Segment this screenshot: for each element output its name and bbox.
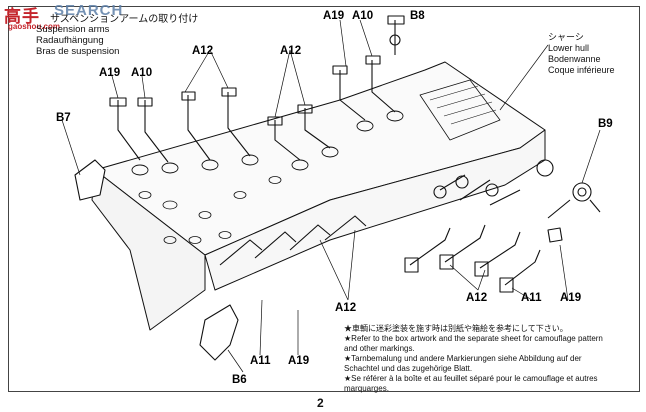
step-title-french: Bras de suspension [36,46,120,57]
lower-suspension-arms [219,174,541,293]
painting-notes: ★車輌に迷彩塗装を施す時は別紙や箱絵を参考にして下さい。 ★Refer to t… [344,324,640,394]
label-a12-upper-mid: A12 [280,45,302,57]
label-a19-right: A19 [560,292,582,304]
note-line: ★Tarnbemalung und andere Markierungen si… [344,354,582,363]
label-a19-left: A19 [99,67,121,79]
lower-hull-japanese: シャーシ [548,32,584,42]
note-line: ★車輌に迷彩塗装を施す時は別紙や箱絵を参考にして下さい。 [344,324,568,333]
label-a10-left: A10 [131,67,153,79]
label-a19-top: A19 [323,10,345,22]
label-a10-top: A10 [352,10,374,22]
hull-holes [138,176,282,244]
lower-hull-english: Lower hull [548,43,590,53]
lower-hull-german: Bodenwanne [548,54,601,64]
label-b6: B6 [232,374,247,386]
label-b9: B9 [598,118,613,130]
label-a11-bottom: A11 [250,355,271,367]
b7-bracket [74,159,106,201]
upper-arm-mounts [131,110,404,176]
page-frame [8,6,640,392]
label-a12-lower-left: A12 [335,302,357,314]
step-title-english: Suspension arms [36,24,110,35]
lower-hull-label: シャーシ Lower hull Bodenwanne Coque inférie… [548,32,615,76]
lower-hull-french: Coque inférieure [548,65,615,75]
label-a12-lower-right: A12 [466,292,488,304]
drive-parts [536,159,601,243]
label-a19-bottom: A19 [288,355,310,367]
note-line: Schachtel und das zugehörige Blatt. [344,364,473,373]
note-line: ★Refer to the box artwork and the separa… [344,334,603,343]
label-b7: B7 [56,112,71,124]
label-a11-right: A11 [521,292,542,304]
watermark-site: SEARCH [54,2,124,19]
b6-bracket [199,304,239,361]
leader-lines [61,19,601,373]
step-title-german: Radaufhängung [36,35,104,46]
watermark: 高手 SEARCH gaoshou.com [2,0,150,34]
engine-grille [419,79,501,141]
watermark-logo: 高手 [4,7,40,26]
step-title-japanese: サスペンションアームの取り付け [50,14,199,25]
upper-suspension-arms [109,15,405,163]
label-a12-upper-left: A12 [192,45,214,57]
watermark-url: gaoshou.com [8,22,61,31]
note-line: marquarges. [344,384,389,393]
note-line: and other markings. [344,344,415,353]
page-number: 2 [317,396,324,410]
note-line: ★Se référer à la boîte et au feuillet sé… [344,374,598,383]
label-b8: B8 [410,10,425,22]
